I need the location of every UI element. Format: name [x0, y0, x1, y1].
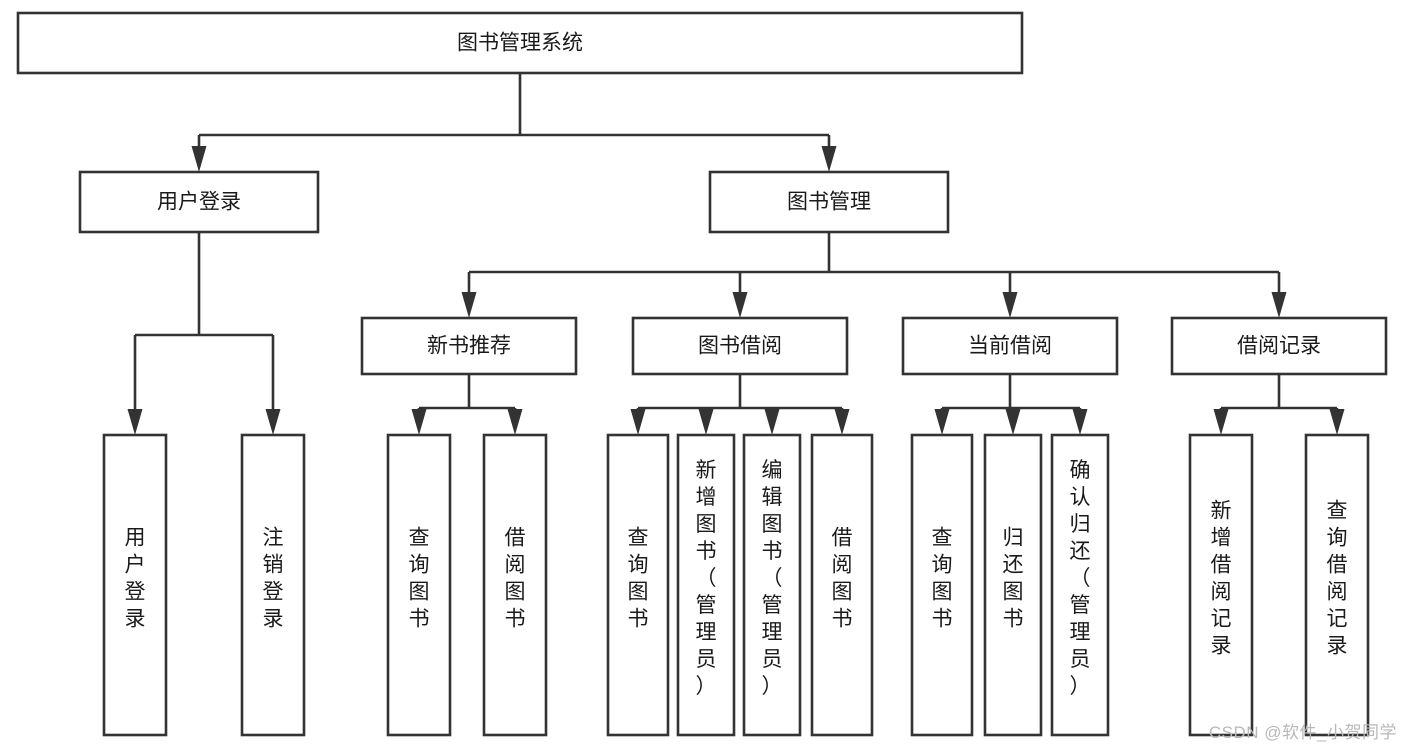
node-leaf-user-logout[interactable]: 注销登录 [240, 433, 306, 737]
current-borrow-to-leaf-return-book-arrowhead [1005, 409, 1021, 435]
node-label-leaf-query-book-3: 查询图书 [932, 527, 953, 631]
node-box-leaf-confirm-return[interactable] [1050, 433, 1110, 737]
node-label-leaf-borrow-book-1: 借阅图书 [505, 527, 526, 631]
node-leaf-user-login[interactable]: 用户登录 [102, 433, 168, 737]
node-label-root: 图书管理系统 [457, 32, 583, 55]
nodes-layer: 图书管理系统用户登录图书管理用户登录注销登录新书推荐查询图书借阅图书图书借阅查询… [16, 11, 1388, 737]
node-leaf-query-book-2[interactable]: 查询图书 [606, 433, 670, 737]
node-label-book-management: 图书管理 [787, 191, 871, 214]
user-login-to-leaf-user-login-arrowhead [127, 409, 143, 435]
node-label-user-login: 用户登录 [157, 191, 241, 214]
node-box-leaf-query-record[interactable] [1304, 433, 1370, 737]
borrow-records-to-leaf-query-record-arrowhead [1329, 409, 1345, 435]
book-management-to-book-borrow-arrowhead [732, 292, 748, 318]
book-borrow-to-leaf-edit-book-arrowhead [764, 409, 780, 435]
book-borrow-to-leaf-borrow-book-2-arrowhead [834, 409, 850, 435]
node-box-leaf-query-book-3[interactable] [910, 433, 974, 737]
node-box-new-book-recommend[interactable] [360, 316, 578, 376]
node-box-leaf-user-login[interactable] [102, 433, 168, 737]
node-label-leaf-query-book-1: 查询图书 [409, 527, 430, 631]
node-label-new-book-recommend: 新书推荐 [427, 335, 511, 358]
node-label-leaf-user-login: 用户登录 [125, 527, 146, 631]
node-label-leaf-borrow-book-2: 借阅图书 [832, 527, 853, 631]
node-box-leaf-edit-book[interactable] [742, 433, 802, 737]
node-leaf-add-book[interactable]: 新增图书（管理员） [676, 433, 736, 737]
node-box-leaf-user-logout[interactable] [240, 433, 306, 737]
node-book-management[interactable]: 图书管理 [708, 170, 950, 234]
node-label-leaf-query-book-2: 查询图书 [628, 527, 649, 631]
node-leaf-edit-book[interactable]: 编辑图书（管理员） [742, 433, 802, 737]
borrow-records-to-leaf-add-record-arrowhead [1213, 409, 1229, 435]
node-leaf-borrow-book-2[interactable]: 借阅图书 [810, 433, 874, 737]
node-user-login[interactable]: 用户登录 [78, 170, 320, 234]
book-management-to-new-book-recommend-arrowhead [461, 292, 477, 318]
node-leaf-borrow-book-1[interactable]: 借阅图书 [482, 433, 548, 737]
book-borrow-to-leaf-query-book-2-arrowhead [630, 409, 646, 435]
node-box-leaf-return-book[interactable] [983, 433, 1043, 737]
node-label-leaf-add-record: 新增借阅记录 [1211, 500, 1232, 658]
node-label-leaf-edit-book: 编辑图书（管理员） [762, 459, 783, 698]
node-book-borrow[interactable]: 图书借阅 [631, 316, 849, 376]
new-book-recommend-to-leaf-query-book-1-arrowhead [411, 409, 427, 435]
current-borrow-to-leaf-confirm-return-arrowhead [1072, 409, 1088, 435]
node-leaf-query-book-3[interactable]: 查询图书 [910, 433, 974, 737]
book-borrow-to-leaf-add-book-arrowhead [698, 409, 714, 435]
node-label-leaf-query-record: 查询借阅记录 [1327, 500, 1348, 658]
node-box-book-borrow[interactable] [631, 316, 849, 376]
node-borrow-records[interactable]: 借阅记录 [1170, 316, 1388, 376]
node-leaf-confirm-return[interactable]: 确认归还（管理员） [1050, 433, 1110, 737]
current-borrow-to-leaf-query-book-3-arrowhead [934, 409, 950, 435]
node-box-leaf-query-book-2[interactable] [606, 433, 670, 737]
node-box-book-management[interactable] [708, 170, 950, 234]
node-current-borrow[interactable]: 当前借阅 [901, 316, 1119, 376]
node-leaf-query-record[interactable]: 查询借阅记录 [1304, 433, 1370, 737]
node-leaf-add-record[interactable]: 新增借阅记录 [1188, 433, 1254, 737]
node-label-leaf-confirm-return: 确认归还（管理员） [1070, 459, 1091, 698]
node-label-borrow-records: 借阅记录 [1237, 335, 1321, 358]
node-box-leaf-borrow-book-1[interactable] [482, 433, 548, 737]
book-management-to-borrow-records-arrowhead [1271, 292, 1287, 318]
node-leaf-query-book-1[interactable]: 查询图书 [386, 433, 452, 737]
node-label-leaf-user-logout: 注销登录 [263, 527, 284, 631]
node-leaf-return-book[interactable]: 归还图书 [983, 433, 1043, 737]
new-book-recommend-to-leaf-borrow-book-1-arrowhead [507, 409, 523, 435]
node-label-current-borrow: 当前借阅 [968, 335, 1052, 358]
node-box-current-borrow[interactable] [901, 316, 1119, 376]
node-new-book-recommend[interactable]: 新书推荐 [360, 316, 578, 376]
node-box-leaf-borrow-book-2[interactable] [810, 433, 874, 737]
node-label-book-borrow: 图书借阅 [698, 335, 782, 358]
book-management-to-current-borrow-arrowhead [1002, 292, 1018, 318]
node-box-leaf-add-book[interactable] [676, 433, 736, 737]
node-label-leaf-add-book: 新增图书（管理员） [696, 459, 717, 698]
node-box-leaf-add-record[interactable] [1188, 433, 1254, 737]
node-root[interactable]: 图书管理系统 [16, 11, 1024, 75]
node-label-leaf-return-book: 归还图书 [1003, 527, 1024, 631]
connectors-layer [127, 73, 1345, 435]
csdn-watermark: CSDN @软件_小贺同学 [1208, 723, 1397, 742]
user-login-to-leaf-user-logout-arrowhead [265, 409, 281, 435]
node-box-borrow-records[interactable] [1170, 316, 1388, 376]
node-box-leaf-query-book-1[interactable] [386, 433, 452, 737]
node-box-user-login[interactable] [78, 170, 320, 234]
root-to-book-management-arrowhead [821, 146, 837, 172]
node-box-root[interactable] [16, 11, 1024, 75]
root-to-user-login-arrowhead [191, 146, 207, 172]
